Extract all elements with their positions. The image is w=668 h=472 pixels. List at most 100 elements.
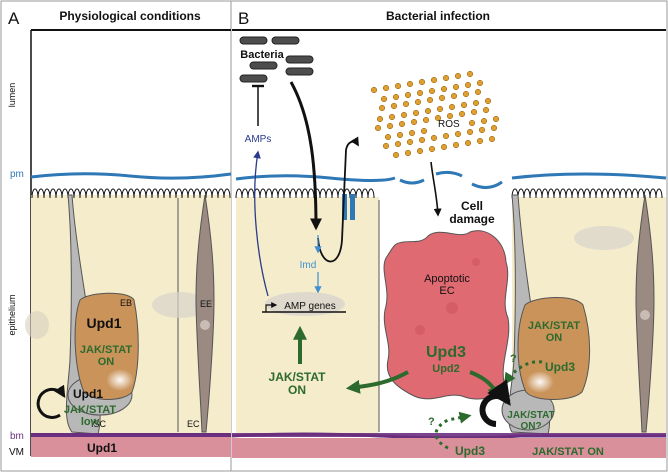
microvilli-b-right (511, 188, 663, 199)
vm-band-b (232, 438, 666, 458)
ros-particle (434, 114, 442, 122)
ros-particle (392, 93, 400, 101)
ros-particle (414, 98, 422, 106)
ros-particle (458, 110, 466, 118)
ros-particle (418, 78, 426, 86)
ros-particle (490, 124, 498, 132)
ros-particle (430, 134, 438, 142)
ros-particle (386, 122, 394, 130)
question-mark-lower: ? (428, 416, 435, 428)
vm-band-a (31, 437, 231, 457)
ros-particle (376, 115, 384, 123)
autocrine-loop-arrow-a (36, 384, 66, 419)
apoptotic-spot (446, 302, 458, 314)
jakstat-vm-label: JAK/STAT ON (532, 446, 604, 458)
ros-particle (424, 107, 432, 115)
ros-particle (464, 139, 472, 147)
receptor-bar-2 (350, 194, 355, 220)
apoptotic-spot (415, 325, 425, 335)
pm-fragment-2 (435, 170, 463, 178)
ros-particle (398, 120, 406, 128)
pm-line-a (30, 172, 232, 180)
ros-particle (436, 105, 444, 113)
ec-nucleus-b-left (265, 292, 345, 316)
pm-line-b-right (511, 172, 667, 180)
ros-particle (380, 95, 388, 103)
ros-particle (492, 115, 500, 123)
ros-particle (416, 147, 424, 155)
ros-particle (476, 137, 484, 145)
ros-particle (480, 117, 488, 125)
upd3-eb-label: Upd3 (545, 360, 575, 374)
upd1-eb-label: Upd1 (87, 315, 122, 331)
ros-particle (440, 143, 448, 151)
bacterium (271, 36, 300, 45)
ec-nucleus-a-right (152, 292, 208, 318)
ros-particle (420, 127, 428, 135)
ros-particle (450, 92, 458, 100)
ros-label: ROS (438, 119, 460, 130)
microvilli-b-left (235, 188, 375, 199)
ros-particle (402, 100, 410, 108)
transcription-arrow (265, 302, 278, 312)
panel-a-title: Physiological conditions (59, 9, 201, 23)
panel-b-title: Bacterial infection (386, 9, 490, 23)
panel-a-letter: A (8, 9, 20, 28)
bm-band-b (232, 433, 666, 437)
ec-nucleus-a-left (25, 311, 49, 339)
ros-particle (454, 130, 462, 138)
imd-label: Imd (300, 260, 317, 271)
upd3-vm-label: Upd3 (455, 444, 485, 458)
ros-particle (428, 145, 436, 153)
ros-particle (448, 103, 456, 111)
ros-cloud (370, 70, 500, 159)
ros-particle (464, 81, 472, 89)
pm-fragment-3 (471, 180, 503, 189)
upd1-loop-label: Upd1 (73, 387, 103, 401)
amps-label: AMPs (245, 134, 272, 145)
ros-particle (440, 85, 448, 93)
ros-particle (396, 131, 404, 139)
ros-particle (466, 128, 474, 136)
ros-particle (484, 97, 492, 105)
ros-particle (474, 88, 482, 96)
lumen-label: lumen (7, 83, 17, 108)
ros-particle (394, 140, 402, 148)
ros-particle (472, 99, 480, 107)
ros-particle (394, 82, 402, 90)
panel-b-letter: B (238, 9, 249, 28)
ros-particle (406, 80, 414, 88)
ros-particle (412, 109, 420, 117)
ros-particle (462, 90, 470, 98)
ros-particle (438, 94, 446, 102)
ros-particle (426, 96, 434, 104)
pm-label: pm (10, 169, 24, 180)
ros-particle (406, 138, 414, 146)
ros-particle (468, 119, 476, 127)
pm-line-b-left (235, 174, 396, 182)
ros-particle (476, 79, 484, 87)
ros-particle (442, 132, 450, 140)
ee-cell (195, 194, 215, 433)
amp-genes-label: AMP genes (284, 301, 336, 312)
bm-label: bm (10, 431, 24, 442)
ros-particle (422, 116, 430, 124)
bacterium (239, 74, 268, 83)
ros-particle (378, 104, 386, 112)
vm-label: VM (9, 447, 24, 458)
apoptotic-spot (472, 258, 480, 266)
ros-particle (384, 133, 392, 141)
ros-particle (416, 89, 424, 97)
microvilli-a (31, 188, 231, 199)
ros-particle (418, 136, 426, 144)
ros-particle (370, 86, 378, 94)
ros-particle (400, 111, 408, 119)
upd-to-ec-arrow (345, 370, 409, 394)
upd2-label: Upd2 (432, 363, 460, 375)
ros-particle (410, 118, 418, 126)
